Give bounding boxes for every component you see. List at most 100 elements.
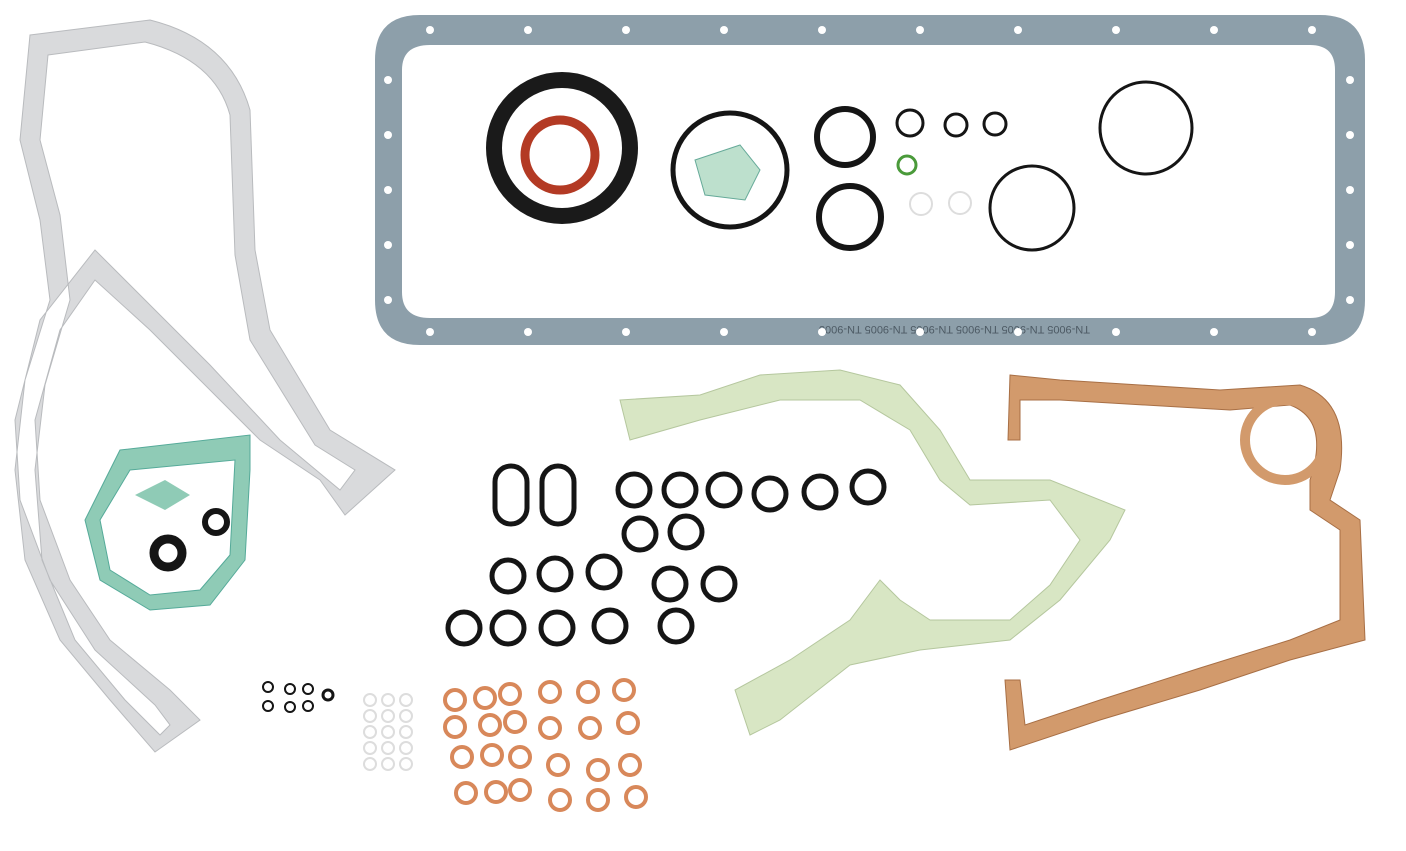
o-ring — [536, 555, 574, 593]
bolt-hole — [622, 328, 630, 336]
o-ring — [849, 468, 887, 506]
o-ring — [700, 565, 738, 603]
white-washer — [399, 725, 413, 739]
bolt-hole — [720, 26, 728, 34]
o-ring — [670, 110, 790, 230]
bolt-hole — [384, 296, 392, 304]
o-ring — [661, 471, 699, 509]
white-washer — [399, 693, 413, 707]
small-o-ring — [321, 688, 335, 702]
copper-washer — [546, 753, 570, 777]
small-o-ring — [284, 701, 296, 713]
bolt-hole — [916, 26, 924, 34]
white-washer — [363, 757, 377, 771]
small-o-ring — [284, 683, 296, 695]
bolt-hole — [1346, 131, 1354, 139]
bolt-hole — [1014, 328, 1022, 336]
copper-washer — [443, 688, 467, 712]
bolt-hole — [818, 26, 826, 34]
white-washer — [399, 741, 413, 755]
copper-washer — [624, 785, 648, 809]
bolt-hole — [1308, 328, 1316, 336]
o-ring-white — [909, 192, 933, 216]
o-ring — [814, 106, 876, 168]
small-o-ring — [302, 700, 314, 712]
bolt-hole — [622, 26, 630, 34]
bolt-hole — [720, 328, 728, 336]
small-o-ring — [262, 700, 274, 712]
white-washer — [363, 741, 377, 755]
copper-washer — [508, 745, 532, 769]
copper-washer — [478, 713, 502, 737]
bolt-hole — [1346, 241, 1354, 249]
o-ring — [943, 112, 969, 138]
bolt-hole — [524, 26, 532, 34]
white-washer — [381, 693, 395, 707]
o-ring — [445, 609, 483, 647]
bolt-hole — [524, 328, 532, 336]
white-washer — [399, 757, 413, 771]
white-washer — [399, 709, 413, 723]
copper-washer — [616, 711, 640, 735]
copper-washer — [454, 781, 478, 805]
oil-pan-bolt-holes — [384, 26, 1354, 336]
crankshaft-seal-inner — [520, 115, 600, 195]
o-ring — [1098, 80, 1194, 176]
bolt-hole — [426, 26, 434, 34]
white-washer — [363, 709, 377, 723]
o-ring — [489, 609, 527, 647]
o-ring — [585, 553, 623, 591]
rings-group — [149, 80, 1194, 812]
crankshaft-seal — [486, 72, 638, 224]
o-ring — [895, 108, 925, 138]
o-ring — [982, 111, 1008, 137]
bolt-hole — [384, 131, 392, 139]
copper-washer — [498, 682, 522, 706]
water-pump-seal — [202, 508, 230, 536]
bolt-hole — [916, 328, 924, 336]
bolt-hole — [1308, 26, 1316, 34]
front-cover-gasket-orange — [1004, 374, 1366, 751]
gasket-stamp-text: TN-9005 TN-9005 TN-9005 TN-9005 TN-9005 … — [819, 323, 1090, 335]
o-ring — [615, 471, 653, 509]
copper-washer — [618, 753, 642, 777]
bolt-hole — [426, 328, 434, 336]
white-washer — [363, 725, 377, 739]
o-ring — [651, 565, 689, 603]
bolt-hole — [818, 328, 826, 336]
bolt-hole — [1346, 186, 1354, 194]
bolt-hole — [1210, 328, 1218, 336]
water-pump-small-gasket — [135, 480, 190, 510]
oil-pan-gasket — [375, 15, 1365, 345]
bolt-hole — [1112, 328, 1120, 336]
front-cover-gasket-green — [619, 369, 1126, 736]
copper-washer — [503, 710, 527, 734]
water-pump-gasket — [84, 434, 251, 611]
o-ring — [705, 471, 743, 509]
oval-seal — [539, 463, 577, 527]
o-ring — [657, 607, 695, 645]
copper-washer — [538, 716, 562, 740]
bolt-hole — [384, 241, 392, 249]
bolt-hole — [1346, 76, 1354, 84]
bolt-hole — [1346, 296, 1354, 304]
o-ring — [801, 473, 839, 511]
o-ring — [489, 557, 527, 595]
copper-washer — [473, 686, 497, 710]
white-washer — [381, 741, 395, 755]
copper-washer — [612, 678, 636, 702]
copper-washer — [484, 780, 508, 804]
copper-washer — [578, 716, 602, 740]
small-o-ring — [262, 681, 274, 693]
o-ring-green — [896, 154, 918, 176]
copper-washer — [443, 715, 467, 739]
timing-cover-gasket — [14, 19, 396, 753]
copper-washer — [548, 788, 572, 812]
copper-washer — [576, 680, 600, 704]
o-ring — [591, 607, 629, 645]
bolt-hole — [384, 186, 392, 194]
o-ring — [816, 183, 884, 251]
oval-seal — [492, 463, 530, 527]
copper-washer — [480, 743, 504, 767]
